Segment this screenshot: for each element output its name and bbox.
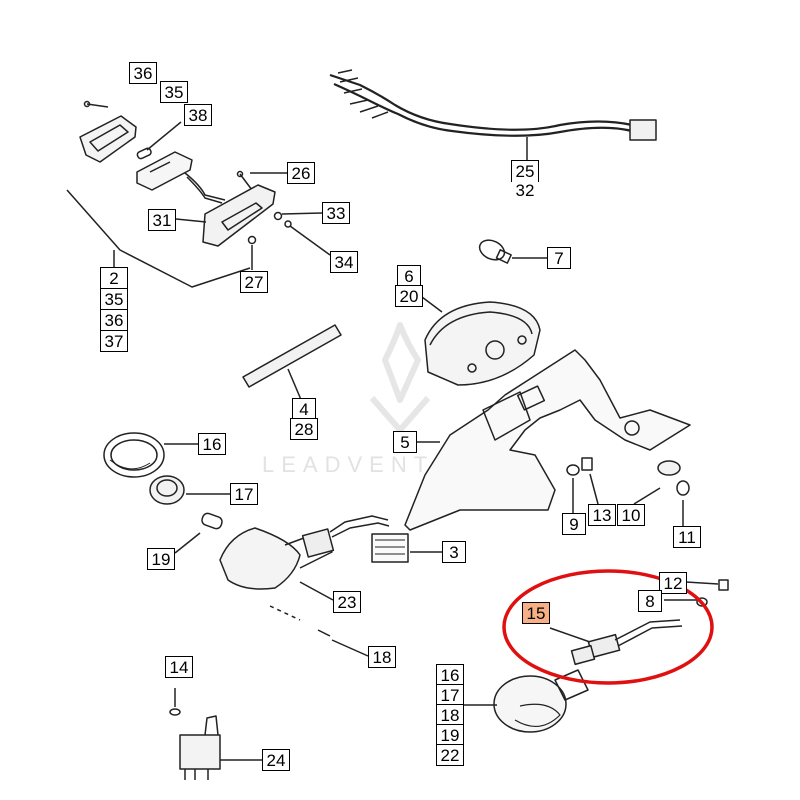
label-10[interactable]: 10 bbox=[617, 504, 645, 526]
label-12[interactable]: 12 bbox=[659, 572, 687, 594]
part-17-indicator-body bbox=[149, 475, 230, 505]
label-18-right[interactable]: 18 bbox=[436, 704, 464, 726]
part-4-reflector bbox=[242, 324, 342, 403]
label-3[interactable]: 3 bbox=[442, 541, 466, 563]
label-5[interactable]: 5 bbox=[393, 431, 417, 453]
part-6-tail-light bbox=[421, 296, 541, 386]
part-3-reflector bbox=[371, 533, 442, 563]
part-14-screw bbox=[169, 688, 181, 716]
label-33[interactable]: 33 bbox=[322, 202, 350, 224]
label-24[interactable]: 24 bbox=[262, 749, 290, 771]
part-16-lens bbox=[103, 432, 198, 478]
label-16-left[interactable]: 16 bbox=[198, 433, 226, 455]
label-14[interactable]: 14 bbox=[165, 656, 193, 678]
label-35-group[interactable]: 35 bbox=[100, 288, 128, 310]
part-23-turn-signal bbox=[219, 515, 390, 657]
highlight-callout bbox=[502, 569, 714, 685]
label-31[interactable]: 31 bbox=[148, 209, 176, 231]
label-19-right[interactable]: 19 bbox=[436, 724, 464, 746]
label-7[interactable]: 7 bbox=[547, 247, 571, 269]
label-32[interactable]: 32 bbox=[515, 181, 535, 200]
label-25[interactable]: 25 bbox=[511, 160, 539, 182]
part-12-nut bbox=[685, 579, 729, 591]
part-19-bulb bbox=[174, 512, 223, 554]
label-34[interactable]: 34 bbox=[330, 251, 358, 273]
label-26[interactable]: 26 bbox=[287, 162, 315, 184]
label-6[interactable]: 6 bbox=[397, 265, 421, 287]
lamp-socket bbox=[136, 151, 226, 204]
part-26-screw bbox=[236, 170, 287, 191]
label-22[interactable]: 22 bbox=[436, 744, 464, 766]
part-7-bulb bbox=[478, 239, 547, 264]
part-35-lamp-housing bbox=[79, 115, 137, 163]
part-24-relay bbox=[179, 715, 262, 780]
label-23[interactable]: 23 bbox=[333, 591, 361, 613]
label-37[interactable]: 37 bbox=[100, 330, 128, 352]
label-9[interactable]: 9 bbox=[562, 513, 586, 535]
watermark-logo bbox=[369, 322, 431, 433]
part-31-bracket bbox=[175, 184, 276, 247]
part-15-connector bbox=[549, 619, 683, 666]
label-35[interactable]: 35 bbox=[160, 81, 188, 103]
label-36-group[interactable]: 36 bbox=[100, 309, 128, 331]
part-13-nut bbox=[581, 457, 599, 505]
part-33-washer bbox=[247, 211, 331, 270]
label-13[interactable]: 13 bbox=[588, 504, 616, 526]
part-8-washer bbox=[664, 597, 708, 607]
label-18-left[interactable]: 18 bbox=[368, 646, 396, 668]
label-17-right[interactable]: 17 bbox=[436, 684, 464, 706]
label-8[interactable]: 8 bbox=[638, 590, 662, 612]
part-36-screw bbox=[83, 100, 109, 108]
label-36[interactable]: 36 bbox=[129, 62, 157, 84]
label-28[interactable]: 28 bbox=[290, 418, 318, 440]
label-19[interactable]: 19 bbox=[147, 548, 175, 570]
assembly-2-leader bbox=[66, 189, 251, 288]
part-11-cap-nut bbox=[676, 480, 690, 528]
right-turn-signal bbox=[463, 669, 589, 733]
part-38-bulb bbox=[136, 121, 182, 160]
label-15[interactable]: 15 bbox=[522, 602, 550, 624]
label-4[interactable]: 4 bbox=[292, 398, 316, 420]
label-2[interactable]: 2 bbox=[100, 267, 128, 289]
part-9-washer bbox=[566, 464, 580, 516]
label-38[interactable]: 38 bbox=[184, 104, 212, 126]
part-10-washer bbox=[633, 460, 681, 505]
label-16-right[interactable]: 16 bbox=[436, 664, 464, 686]
label-20[interactable]: 20 bbox=[395, 285, 423, 307]
part-25-wiring-harness bbox=[329, 69, 657, 160]
label-17-left[interactable]: 17 bbox=[230, 483, 258, 505]
label-11[interactable]: 11 bbox=[673, 526, 701, 548]
label-27[interactable]: 27 bbox=[240, 271, 268, 293]
